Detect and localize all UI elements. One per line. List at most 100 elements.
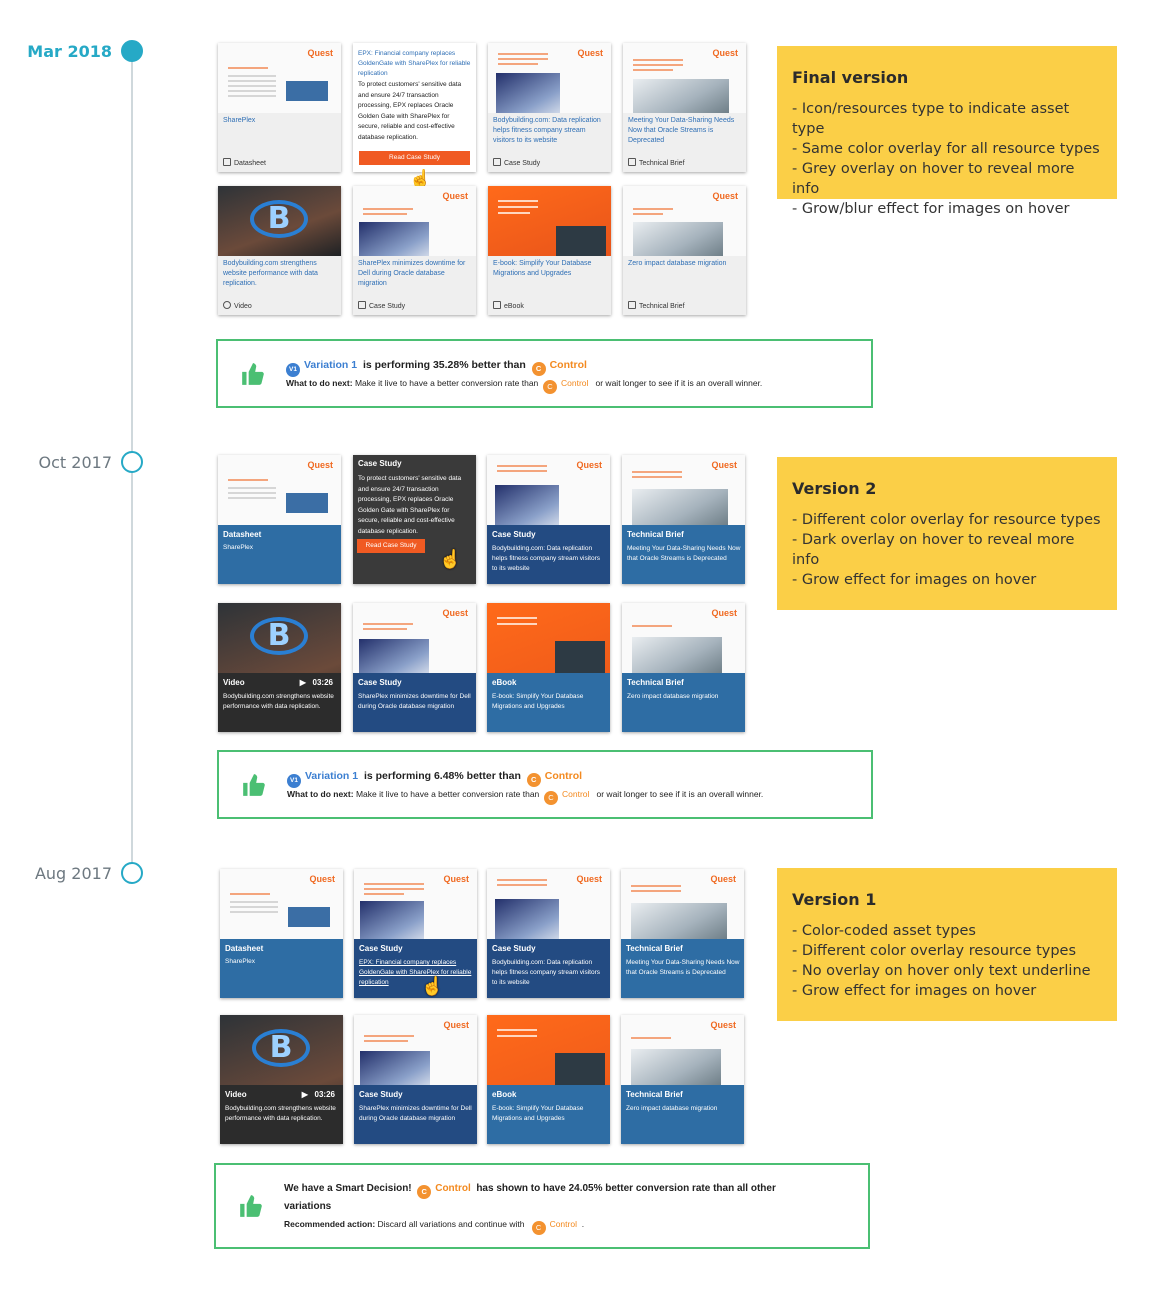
card-title[interactable]: E-book: Simplify Your Database Migration… [493,260,592,277]
resource-card-ebook[interactable]: E-book: Simplify Your Database Migration… [488,186,611,315]
card-body: Bodybuilding.com: Data replication helps… [488,113,611,172]
document-icon [223,158,231,166]
timeline-date-oct-2017[interactable]: Oct 2017 [38,453,112,472]
resource-card-case-study-hover[interactable]: EPX: Financial company replaces GoldenGa… [353,43,476,172]
card-title[interactable]: Zero impact database migration [627,693,719,700]
resource-card-technical-brief[interactable]: Quest Technical Brief Meeting Your Data-… [621,869,744,998]
control-name[interactable]: Control [561,378,589,388]
timeline-date-mar-2018[interactable]: Mar 2018 [27,42,112,61]
note-item: - Grow effect for images on hover [792,572,1037,588]
hand-pointer-icon: ☝ [439,549,462,569]
card-title[interactable]: Zero impact database migration [628,260,727,267]
resource-card-video[interactable]: B Video ▶ 03:26 Bodybuilding.com strengt… [218,603,341,732]
card-title[interactable]: E-book: Simplify Your Database Migration… [492,693,584,710]
resource-card-video[interactable]: B Video ▶ 03:26 Bodybuilding.com strengt… [220,1015,343,1144]
variation-name[interactable]: Variation 1 [305,770,359,782]
resource-card-video[interactable]: B Bodybuilding.com strengthens website p… [218,186,341,315]
card-title[interactable]: Bodybuilding.com strengthens website per… [225,1105,336,1122]
card-title[interactable]: Bodybuilding.com: Data replication helps… [492,959,601,986]
quest-logo: Quest [710,874,736,884]
card-title[interactable]: SharePlex [223,117,256,124]
card-title[interactable]: Meeting Your Data-Sharing Needs Now that… [627,545,741,562]
resource-card-datasheet[interactable]: Quest Datasheet SharePlex [220,869,343,998]
card-title[interactable]: Meeting Your Data-Sharing Needs Now that… [626,959,740,976]
resource-card-technical-brief[interactable]: Quest Zero impact database migration Tec… [623,186,746,315]
video-duration: ▶ 03:26 [299,678,333,687]
control-badge: C [417,1185,432,1199]
resource-card-case-study[interactable]: Quest Bodybuilding.com: Data replication… [488,43,611,172]
resource-card-case-study[interactable]: Quest Case Study SharePlex minimizes dow… [353,603,476,732]
document-icon [628,301,636,309]
card-thumbnail: Quest [218,43,341,113]
bodybuilding-logo: B [250,617,308,655]
resource-card-case-study[interactable]: Quest SharePlex minimizes downtime for D… [353,186,476,315]
note-item: - Grow/blur effect for images on hover [792,201,1070,217]
note-title: Version 1 [792,890,877,909]
resource-card-technical-brief[interactable]: Quest Technical Brief Zero impact databa… [622,603,745,732]
resource-card-ebook[interactable]: eBook E-book: Simplify Your Database Mig… [487,603,610,732]
control-name[interactable]: Control [549,1219,577,1229]
result-next-step: What to do next: Make it live to have a … [286,378,762,394]
next-label: What to do next: [286,378,353,388]
card-title[interactable]: Bodybuilding.com strengthens website per… [223,693,334,710]
control-name[interactable]: Control [549,359,587,371]
read-case-study-button[interactable]: Read Case Study [359,151,470,165]
card-title[interactable]: Zero impact database migration [626,1105,718,1112]
resource-card-ebook[interactable]: eBook E-book: Simplify Your Database Mig… [487,1015,610,1144]
control-badge: C [543,380,558,394]
resource-card-case-study[interactable]: Quest Case Study SharePlex minimizes dow… [354,1015,477,1144]
timeline-dot[interactable] [121,451,143,473]
result-next-step: What to do next: Make it live to have a … [287,789,763,805]
card-title[interactable]: SharePlex minimizes downtime for Dell du… [358,693,471,710]
resource-card-case-study-hover[interactable]: Quest Case Study EPX: Financial company … [354,869,477,998]
timeline-date-aug-2017[interactable]: Aug 2017 [34,864,112,883]
card-title[interactable]: SharePlex minimizes downtime for Dell du… [359,1105,472,1122]
note-item: - Icon/resources type to indicate asset … [792,101,1070,137]
card-title[interactable]: E-book: Simplify Your Database Migration… [492,1105,584,1122]
next-tail: or wait longer to see if it is an overal… [595,378,763,388]
variation-name[interactable]: Variation 1 [304,359,358,371]
thumbs-up-icon [243,774,265,796]
card-title[interactable]: Bodybuilding.com: Data replication helps… [492,545,601,572]
control-name[interactable]: Control [562,789,590,799]
resource-card-technical-brief[interactable]: Quest Technical Brief Meeting Your Data-… [622,455,745,584]
read-case-study-button[interactable]: Read Case Study [357,539,425,553]
control-name[interactable]: Control [435,1183,471,1194]
card-title[interactable]: SharePlex [225,958,255,965]
resource-card-technical-brief[interactable]: Quest Meeting Your Data-Sharing Needs No… [623,43,746,172]
card-thumbnail: Quest [488,43,611,113]
resource-card-case-study[interactable]: Quest Case Study Bodybuilding.com: Data … [487,455,610,584]
card-title[interactable]: SharePlex minimizes downtime for Dell du… [358,260,466,287]
card-title[interactable]: Bodybuilding.com strengthens website per… [223,260,318,287]
card-overlay: eBook E-book: Simplify Your Database Mig… [487,673,610,732]
card-type: Technical Brief [628,301,685,310]
note-item: - Same color overlay for all resource ty… [792,141,1100,157]
resource-card-case-study[interactable]: Quest Case Study Bodybuilding.com: Data … [487,869,610,998]
next-tail: or wait longer to see if it is an overal… [596,789,764,799]
card-type: Video [225,1090,247,1099]
final-version-note: Final version - Icon/resources type to i… [777,46,1117,217]
resource-card-datasheet[interactable]: Quest Datasheet SharePlex [218,455,341,584]
card-overlay: Video ▶ 03:26 Bodybuilding.com strengthe… [220,1085,343,1144]
card-title-link[interactable]: EPX: Financial company replaces GoldenGa… [359,959,472,986]
timeline-dot[interactable] [121,862,143,884]
recommendation-tail: . [581,1219,585,1229]
quest-logo: Quest [710,1020,736,1030]
timeline-dot-active[interactable] [121,40,143,62]
control-badge: C [531,362,546,376]
card-title[interactable]: SharePlex [223,544,253,551]
control-name[interactable]: Control [544,770,583,782]
card-thumbnail: Quest [353,186,476,256]
resource-card-datasheet[interactable]: Quest SharePlex Datasheet [218,43,341,172]
quest-logo: Quest [443,874,469,884]
card-hover-title[interactable]: EPX: Financial company replaces GoldenGa… [358,50,471,77]
resource-card-technical-brief[interactable]: Quest Technical Brief Zero impact databa… [621,1015,744,1144]
note-item: - Color-coded asset types [792,923,976,939]
resource-card-case-study-hover[interactable]: Case Study To protect customers' sensiti… [353,455,476,584]
card-title[interactable]: Meeting Your Data-Sharing Needs Now that… [628,117,735,144]
case-study-icon [493,158,501,166]
card-overlay: Case Study SharePlex minimizes downtime … [354,1085,477,1144]
card-title[interactable]: Bodybuilding.com: Data replication helps… [493,117,601,144]
thumbs-up-icon [240,1195,262,1217]
